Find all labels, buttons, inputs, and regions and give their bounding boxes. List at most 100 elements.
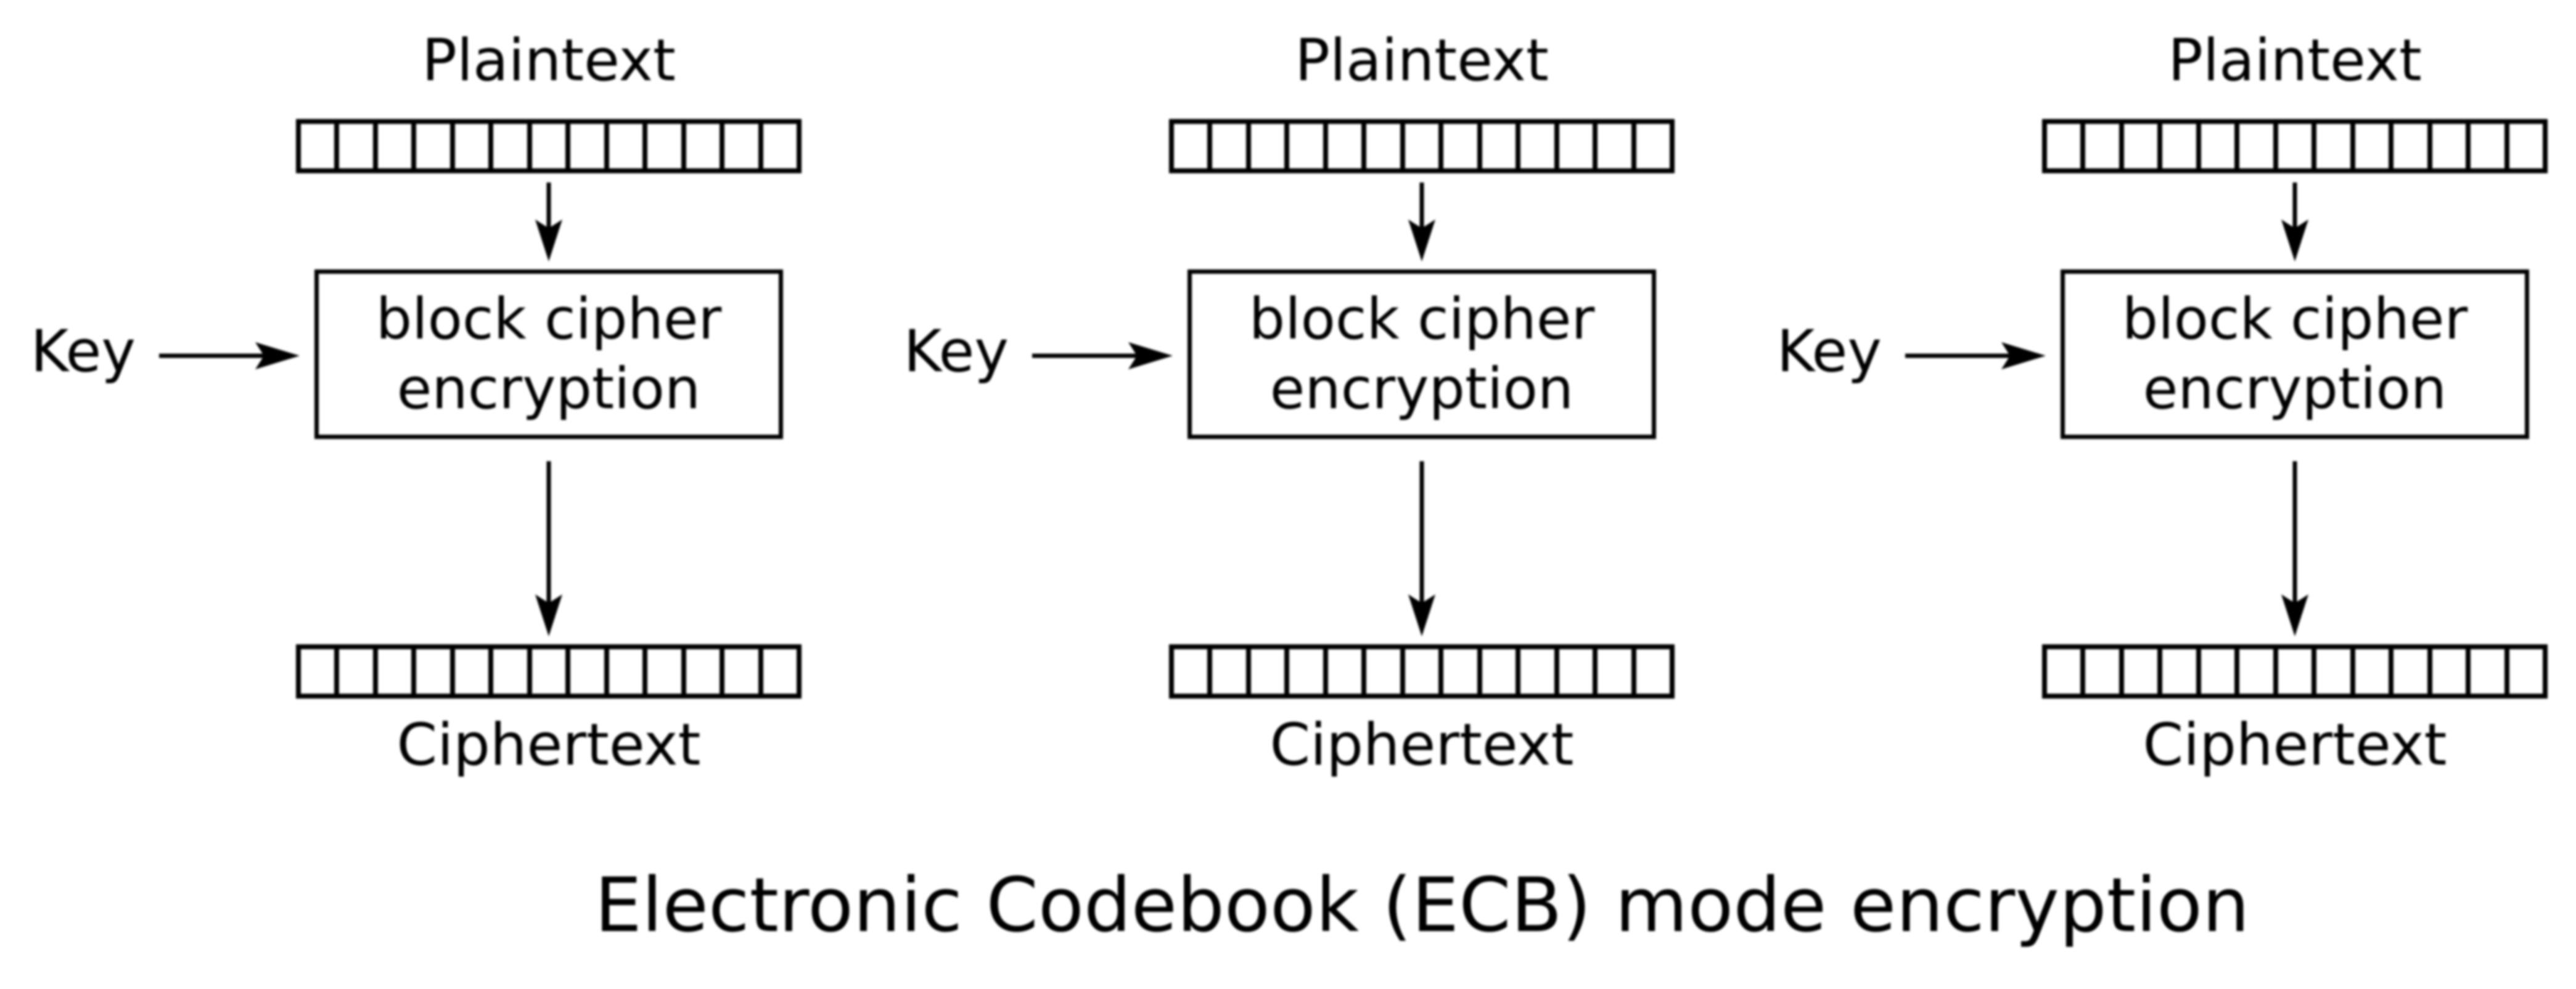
plaintext-block-bar: [2042, 119, 2548, 173]
down-arrow-icon: [535, 461, 562, 636]
plaintext-label: Plaintext: [1295, 27, 1549, 94]
block-cell: [1516, 124, 1554, 168]
block-cell: [1516, 649, 1554, 694]
block-cell: [720, 124, 758, 168]
block-cell: [2273, 649, 2312, 694]
block-cipher-box-line1: block cipher: [375, 286, 722, 353]
down-arrow-icon: [2281, 461, 2308, 636]
block-cell: [565, 649, 604, 694]
block-cell: [1361, 649, 1400, 694]
block-cell: [301, 124, 335, 168]
key-arrow-icon: [1905, 342, 2046, 369]
block-cell: [449, 649, 489, 694]
block-cell: [334, 124, 373, 168]
block-cell: [2234, 649, 2273, 694]
block-cell: [1554, 124, 1593, 168]
down-arrow-icon: [1408, 183, 1435, 261]
plaintext-label: Plaintext: [422, 27, 676, 94]
block-cell: [2466, 124, 2504, 168]
block-cell: [1477, 124, 1516, 168]
ciphertext-label: Ciphertext: [2143, 712, 2447, 779]
block-cell: [2311, 124, 2350, 168]
diagram-caption: Electronic Codebook (ECB) mode encryptio…: [594, 862, 2250, 949]
block-cipher-box-line2: encryption: [2143, 355, 2447, 422]
block-cell: [2080, 124, 2119, 168]
block-cipher-box: block cipher encryption: [1188, 269, 1656, 439]
block-cell: [527, 124, 566, 168]
block-cipher-box-line2: encryption: [1270, 355, 1574, 422]
block-cell: [2427, 649, 2466, 694]
block-cell: [372, 649, 412, 694]
key-label: Key: [30, 318, 136, 385]
encryption-column: Plaintext block cipher encryption Key Ci…: [904, 0, 1675, 989]
block-cell: [1400, 649, 1439, 694]
block-cell: [2273, 124, 2312, 168]
block-cell: [2466, 649, 2504, 694]
block-cell: [1593, 649, 1631, 694]
plaintext-label: Plaintext: [2168, 27, 2422, 94]
block-cell: [1361, 124, 1400, 168]
block-cipher-box-line1: block cipher: [1249, 286, 1595, 353]
down-arrow-icon: [2281, 183, 2308, 261]
plaintext-block-bar: [1169, 119, 1675, 173]
block-cell: [372, 124, 412, 168]
block-cell: [2157, 124, 2196, 168]
block-cell: [681, 649, 720, 694]
block-cell: [2350, 124, 2389, 168]
block-cell: [2047, 124, 2081, 168]
block-cell: [758, 124, 797, 168]
block-cell: [1284, 649, 1323, 694]
block-cell: [2119, 649, 2158, 694]
block-cell: [1438, 124, 1477, 168]
block-cell: [1477, 649, 1516, 694]
block-cell: [1245, 124, 1285, 168]
ciphertext-block-bar: [296, 644, 802, 699]
block-cell: [642, 649, 681, 694]
block-cell: [1174, 649, 1208, 694]
plaintext-block-bar: [296, 119, 802, 173]
block-cell: [565, 124, 604, 168]
block-cell: [2080, 649, 2119, 694]
block-cell: [1207, 649, 1246, 694]
block-cell: [2196, 649, 2235, 694]
block-cell: [2504, 649, 2543, 694]
block-cell: [2119, 124, 2158, 168]
block-cell: [2047, 649, 2081, 694]
block-cell: [488, 124, 527, 168]
block-cell: [2234, 124, 2273, 168]
block-cell: [527, 649, 566, 694]
block-cell: [411, 649, 450, 694]
block-cell: [2350, 649, 2389, 694]
block-cell: [720, 649, 758, 694]
block-cell: [758, 649, 797, 694]
block-cell: [301, 649, 335, 694]
block-cipher-box-line1: block cipher: [2122, 286, 2468, 353]
block-cell: [1245, 649, 1285, 694]
down-arrow-icon: [535, 183, 562, 261]
block-cell: [1400, 124, 1439, 168]
down-arrow-icon: [1408, 461, 1435, 636]
encryption-column: Plaintext block cipher encryption Key Ci…: [1777, 0, 2548, 989]
key-label: Key: [1776, 318, 1882, 385]
block-cell: [2311, 649, 2350, 694]
block-cell: [2389, 124, 2427, 168]
block-cell: [2389, 649, 2427, 694]
ciphertext-label: Ciphertext: [396, 712, 701, 779]
block-cell: [1554, 649, 1593, 694]
ciphertext-block-bar: [2042, 644, 2548, 699]
block-cell: [1174, 124, 1208, 168]
block-cell: [1207, 124, 1246, 168]
block-cell: [2427, 124, 2466, 168]
block-cell: [488, 649, 527, 694]
block-cell: [2504, 124, 2543, 168]
block-cipher-box-line2: encryption: [396, 355, 701, 422]
block-cell: [1631, 649, 1670, 694]
block-cell: [449, 124, 489, 168]
block-cell: [334, 649, 373, 694]
ciphertext-label: Ciphertext: [1270, 712, 1574, 779]
block-cell: [604, 124, 643, 168]
block-cell: [1438, 649, 1477, 694]
block-cell: [1323, 649, 1362, 694]
block-cell: [1284, 124, 1323, 168]
